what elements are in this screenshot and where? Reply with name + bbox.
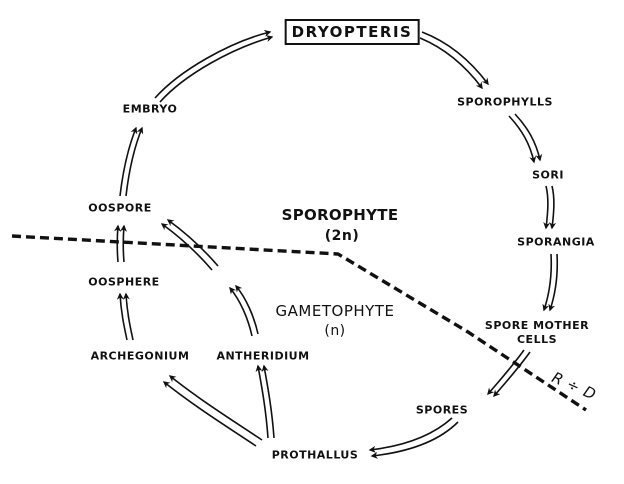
label-spore-mother-cells: SPORE MOTHER CELLS [485, 319, 589, 347]
phase-gametophyte-ploidy: (n) [324, 323, 346, 339]
phase-gametophyte: GAMETOPHYTE [275, 302, 395, 320]
arrow-oosphere-to-oospore [114, 224, 122, 263]
arrow-prothallus-to-antheridium [261, 364, 275, 439]
arrow-fertilization-to-oospore [160, 223, 213, 271]
phase-sporophyte: SPOROPHYTE [281, 206, 399, 224]
label-sporangia: SPORANGIA [517, 235, 595, 249]
arrow-sporangia-to-spore-mother-cells [548, 253, 559, 312]
arrow-antheridium-to-oospore [229, 286, 253, 337]
label-spore-mother-line1: SPORE MOTHER [484, 319, 590, 332]
arrow-embryo-to-dryopteris [154, 29, 272, 99]
phase-boundary-line [11, 234, 587, 412]
arrow-prothallus-to-archegonium [168, 375, 263, 441]
phase-sporophyte-ploidy: (2n) [324, 228, 360, 244]
label-spores: SPORES [415, 403, 469, 417]
arrow-oospore-to-embryo [119, 126, 138, 197]
label-oospore: OOSPORE [88, 201, 152, 215]
arrow-archegonium-to-oosphere [116, 292, 128, 341]
arrow-sori-to-sporangia [549, 185, 557, 230]
label-sori: SORI [532, 168, 564, 182]
label-prothallus: PROTHALLUS [271, 448, 359, 462]
label-sporophylls: SPOROPHYLLS [457, 95, 553, 109]
label-embryo: EMBRYO [122, 102, 178, 116]
label-archegonium: ARCHEGONIUM [90, 349, 190, 363]
label-spore-mother-line2: CELLS [516, 333, 558, 346]
label-antheridium: ANTHERIDIUM [216, 349, 310, 363]
arrow-sporophylls-to-sori [514, 113, 543, 162]
title-dryopteris: DRYOPTERIS [284, 19, 420, 45]
arrow-spore-mother-cells-to-spores [493, 351, 531, 398]
arrow-dryopteris-to-sporophylls [421, 31, 489, 86]
label-oosphere: OOSPHERE [88, 275, 160, 289]
arrow-spores-to-prothallus [370, 421, 459, 459]
